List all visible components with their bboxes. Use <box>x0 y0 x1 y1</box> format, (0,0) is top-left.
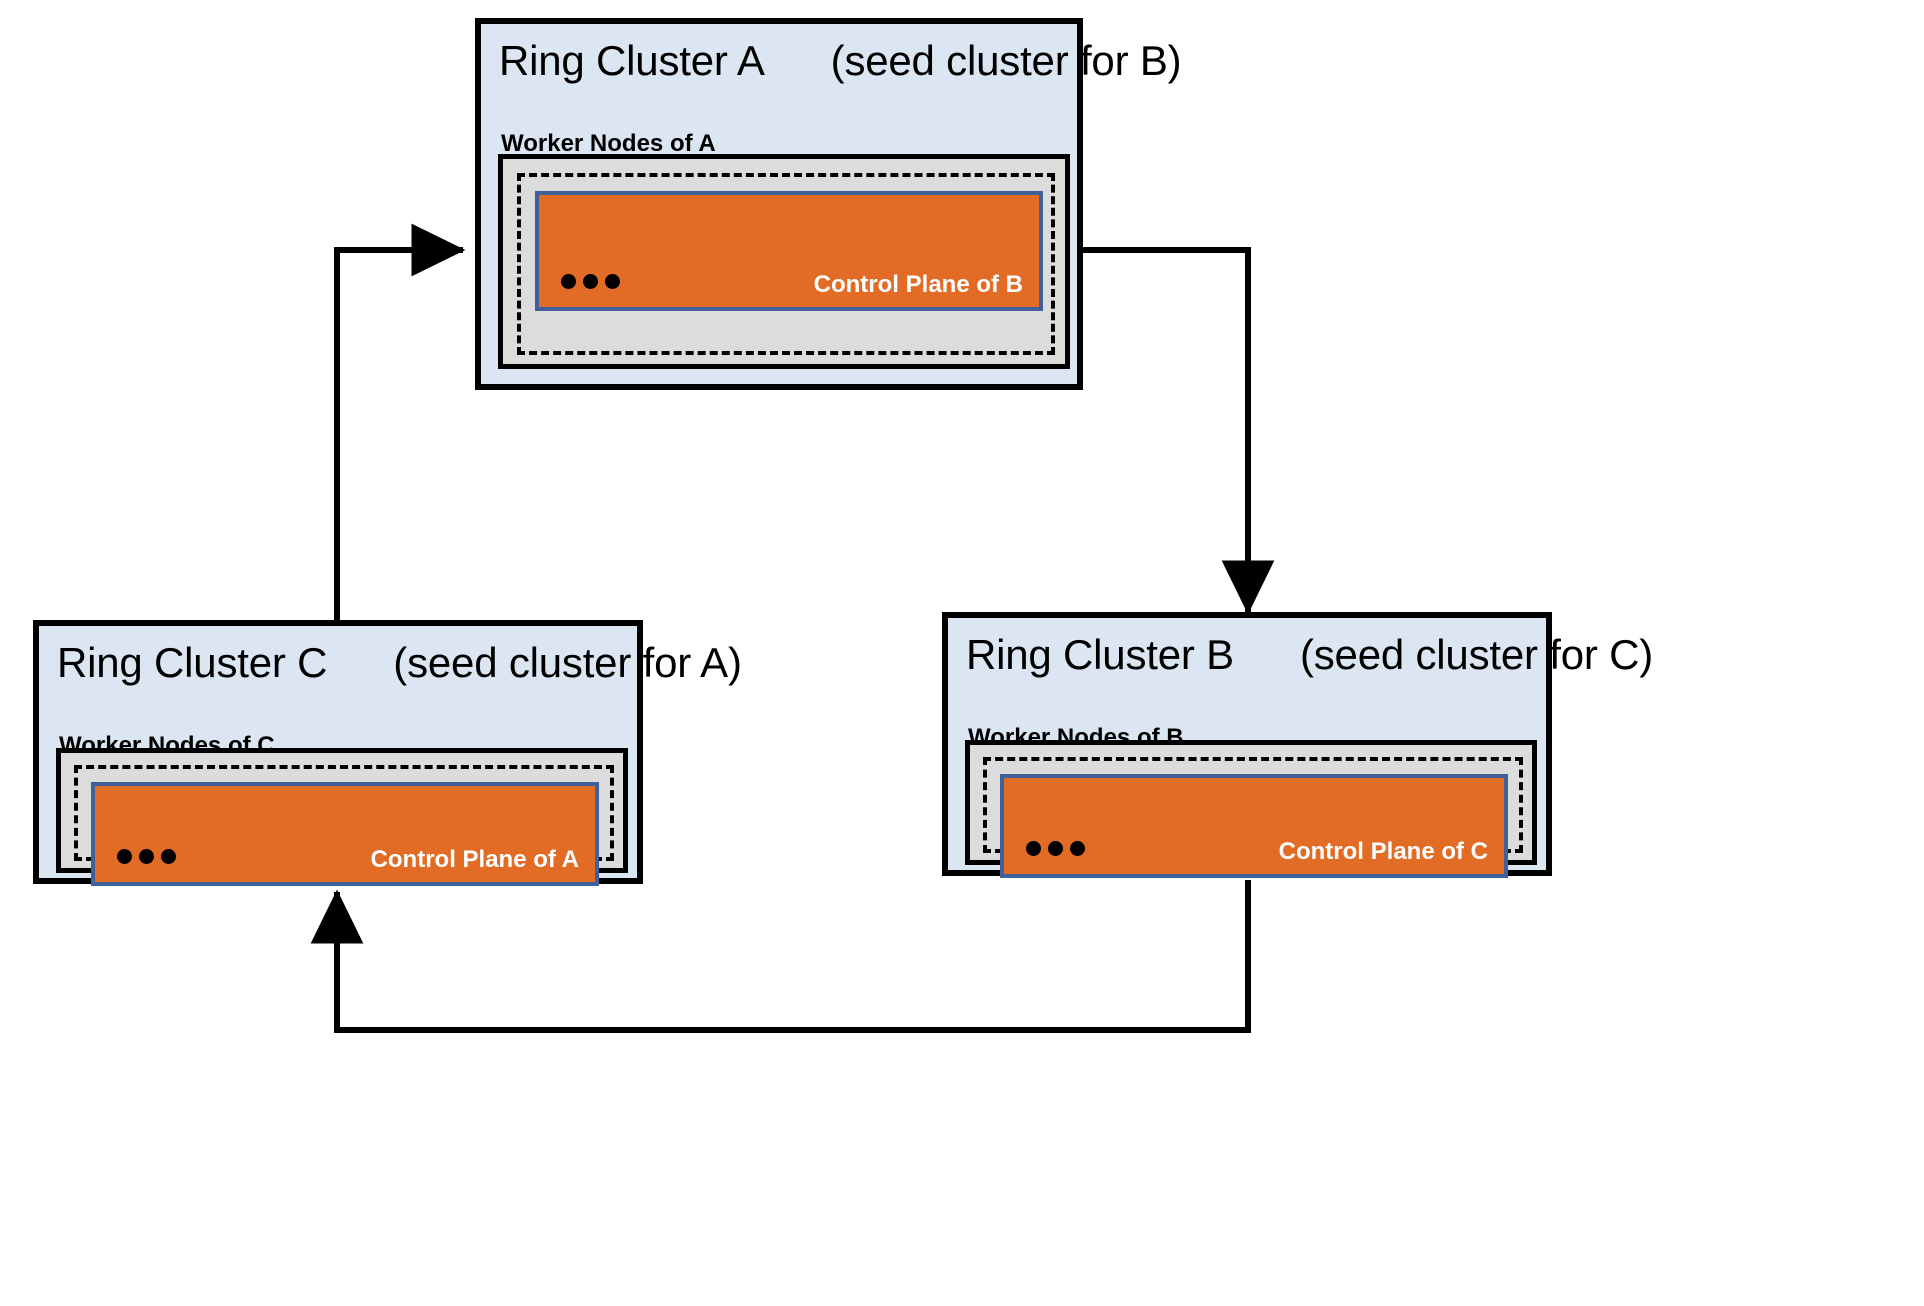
cluster-a-control-plane-label: Control Plane of B <box>813 271 1023 298</box>
cluster-c-ellipsis-dots <box>117 849 176 864</box>
cluster-a-control-plane[interactable]: Control Plane of B <box>535 191 1043 311</box>
cluster-b[interactable]: Ring Cluster B(seed cluster for C) Worke… <box>942 612 1653 878</box>
dot <box>1070 841 1085 856</box>
cluster-b-control-plane[interactable]: Control Plane of C <box>1000 774 1508 878</box>
cluster-c-worker-box[interactable]: Control Plane of A <box>56 748 628 886</box>
cluster-b-worker-box[interactable]: Control Plane of C <box>965 740 1537 878</box>
cluster-c-name: Ring Cluster C <box>57 639 328 686</box>
dot <box>161 849 176 864</box>
cluster-b-title: Ring Cluster B (seed cluster for C) <box>966 634 1653 676</box>
dot <box>1026 841 1041 856</box>
cluster-a[interactable]: Ring Cluster A (seed cluster for B) Worke… <box>475 18 1182 390</box>
cluster-c-control-plane[interactable]: Control Plane of A <box>91 782 599 886</box>
cluster-a-seed-note: (seed cluster for B) <box>830 37 1182 84</box>
cluster-a-worker-label: Worker Nodes of A <box>501 130 716 157</box>
arrow-c-to-a <box>334 223 466 620</box>
cluster-b-ellipsis-dots <box>1026 841 1085 856</box>
cluster-c-title: Ring Cluster C (seed cluster for A) <box>57 642 742 684</box>
dot <box>561 274 576 289</box>
cluster-a-worker-box[interactable]: Control Plane of B <box>498 154 1070 369</box>
cluster-b-node-boundary: Control Plane of C <box>983 757 1523 878</box>
cluster-b-name: Ring Cluster B <box>966 631 1234 678</box>
cluster-a-title: Ring Cluster A (seed cluster for B) <box>499 37 1182 84</box>
cluster-c-node-boundary: Control Plane of A <box>74 765 614 886</box>
dot <box>605 274 620 289</box>
cluster-a-node-boundary: Control Plane of B <box>517 173 1055 355</box>
cluster-b-control-plane-label: Control Plane of C <box>1278 838 1488 865</box>
cluster-c-control-plane-label: Control Plane of A <box>370 846 579 873</box>
dot <box>583 274 598 289</box>
dot <box>1048 841 1063 856</box>
dot <box>117 849 132 864</box>
cluster-a-ellipsis-dots <box>561 274 620 289</box>
arrow-a-to-b <box>1083 247 1275 615</box>
cluster-c[interactable]: Ring Cluster C(seed cluster for A) Worke… <box>33 620 742 886</box>
arrow-b-to-c <box>310 880 1251 1033</box>
cluster-c-seed-note: (seed cluster for A) <box>393 639 742 686</box>
dot <box>139 849 154 864</box>
cluster-b-seed-note: (seed cluster for C) <box>1299 631 1654 678</box>
cluster-a-name: Ring Cluster A <box>499 37 765 84</box>
